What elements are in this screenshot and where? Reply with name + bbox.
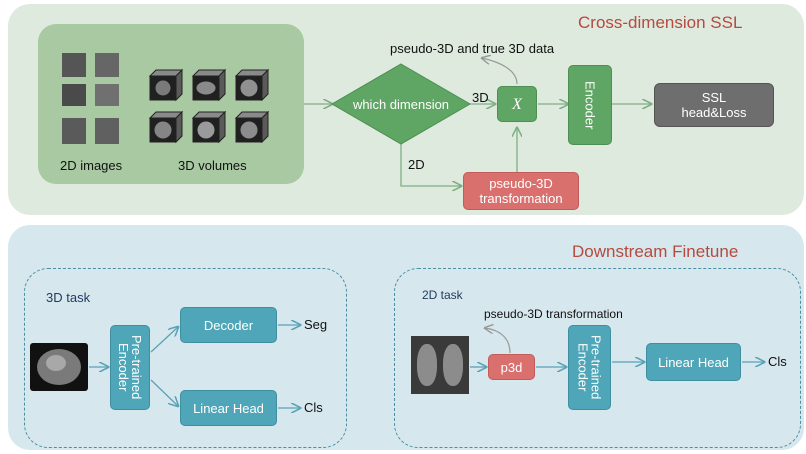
xray-thumbnail [95, 118, 119, 144]
pretrained-encoder-3d: Pre-trained Encoder [110, 325, 150, 410]
2d-task-group [394, 268, 801, 448]
xray-thumbnail [62, 118, 86, 144]
linear-head-3d: Linear Head [180, 390, 277, 426]
encoder-label: Encoder [582, 80, 598, 130]
pretrained-encoder-3d-label: Pre-trained Encoder [116, 335, 144, 400]
xray-thumbnail [62, 53, 86, 77]
p3d-box: p3d [488, 354, 535, 380]
xray-thumbnail [95, 84, 119, 106]
merge-x-box: X [497, 86, 537, 122]
pretrained-encoder-2d-label: Pre-trained Encoder [575, 335, 604, 400]
ct-slice-image [30, 343, 88, 391]
ssl-title: Cross-dimension SSL [578, 13, 743, 32]
encoder-box: Encoder [568, 65, 612, 145]
downstream-title: Downstream Finetune [572, 242, 739, 261]
ssl-head-loss-box: SSL head&Loss [654, 83, 774, 127]
2d-task-label: 2D task [422, 288, 463, 302]
which-dimension-diamond: which dimension [352, 96, 450, 112]
branch-3d-label: 3D [472, 90, 489, 105]
pseudo-3d-transformation-box: pseudo-3D transformation [463, 172, 579, 210]
merge-caption: pseudo-3D and true 3D data [390, 41, 555, 56]
pseudo-3d-caption: pseudo-3D transformation [484, 307, 623, 321]
2d-images-label: 2D images [60, 158, 123, 173]
cls-output-3d: Cls [304, 400, 323, 415]
xray-thumbnail [62, 84, 86, 106]
linear-head-2d: Linear Head [646, 343, 741, 381]
branch-2d-label: 2D [408, 157, 425, 172]
pretrained-encoder-2d: Pre-trained Encoder [568, 325, 611, 410]
xray-image [411, 336, 469, 394]
seg-output: Seg [304, 317, 328, 332]
decoder-box: Decoder [180, 307, 277, 343]
cls-output-2d: Cls [768, 354, 787, 369]
3d-task-group [24, 268, 347, 448]
xray-thumbnail [95, 53, 119, 77]
3d-task-label: 3D task [46, 290, 91, 305]
3d-volumes-label: 3D volumes [178, 158, 247, 173]
